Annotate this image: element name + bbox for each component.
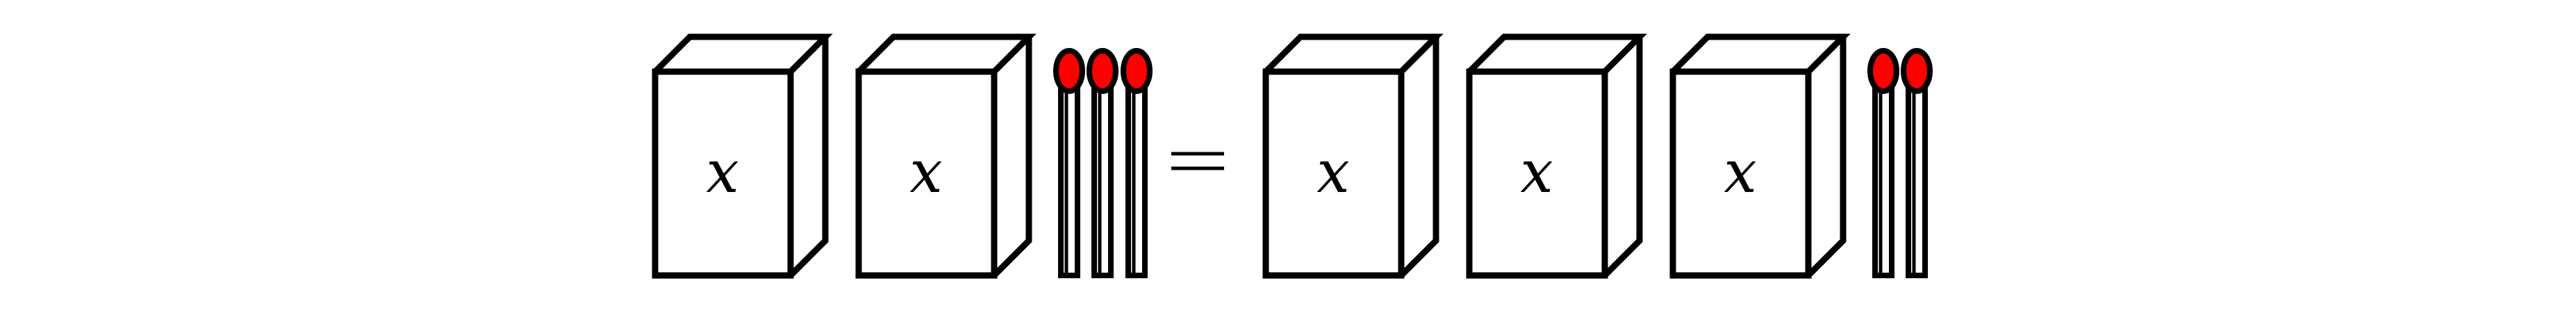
matchbox-left-2: x	[855, 33, 1037, 279]
box-label: x	[1316, 138, 1349, 206]
box-top	[652, 33, 833, 74]
box-front	[1262, 68, 1405, 279]
box-top	[1670, 33, 1851, 74]
match-head	[1087, 48, 1118, 94]
match-head	[1121, 48, 1153, 94]
box-side	[991, 37, 1032, 278]
match-head	[1901, 48, 1933, 94]
box-front	[1466, 68, 1608, 279]
box-front	[1669, 68, 1812, 279]
box-top	[1467, 33, 1647, 74]
box-label: x	[909, 138, 942, 206]
box-side	[1806, 37, 1847, 278]
matchbox-left-1: x	[652, 33, 833, 279]
box-label: x	[706, 138, 738, 206]
box-top	[856, 33, 1037, 74]
matchbox-right-1: x	[1262, 33, 1444, 279]
matchbox-right-3: x	[1669, 33, 1851, 279]
box-label: x	[1724, 138, 1756, 206]
box-label: x	[1520, 138, 1553, 206]
match-head	[1053, 48, 1085, 94]
match-head	[1867, 48, 1899, 94]
match-stick	[1053, 48, 1085, 278]
box-front	[652, 68, 794, 279]
match-stick	[1901, 48, 1933, 278]
matchbox-right-2: x	[1466, 33, 1647, 279]
equals-sign	[1171, 152, 1224, 170]
match-stick	[1121, 48, 1153, 278]
box-side	[1602, 37, 1643, 278]
matches-left	[1053, 48, 1153, 278]
box-front	[855, 68, 998, 279]
matches-right	[1867, 48, 1933, 278]
match-stick	[1087, 48, 1118, 278]
match-stick	[1867, 48, 1899, 278]
box-side	[788, 37, 829, 278]
box-side	[1398, 37, 1439, 278]
box-top	[1263, 33, 1444, 74]
